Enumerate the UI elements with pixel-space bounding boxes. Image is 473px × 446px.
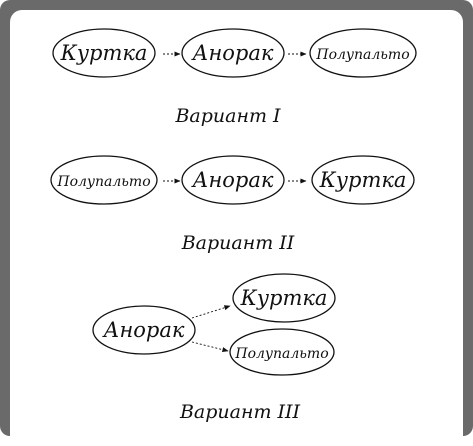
variant-1: Куртка Анорак Полупальто Вариант I	[52, 28, 417, 127]
v2-caption: Вариант II	[181, 232, 295, 254]
v3-edge-anorak-polupalto	[191, 341, 229, 353]
v3-node-anorak	[92, 305, 196, 355]
diagram-canvas: Куртка Анорак Полупальто Вариант I Полуп…	[50, 28, 417, 423]
v2-node-kurtka	[311, 155, 415, 205]
v1-node-kurtka-label: Куртка	[60, 41, 148, 65]
v2-node-kurtka-label: Куртка	[319, 168, 407, 192]
v1-node-anorak-label: Анорак	[191, 41, 274, 65]
v1-node-anorak	[181, 28, 285, 78]
v2-node-polupalto	[50, 155, 158, 205]
v3-edge-anorak-kurtka	[191, 305, 231, 319]
v3-node-kurtka	[232, 273, 336, 323]
v3-node-kurtka-label: Куртка	[240, 286, 328, 310]
v3-node-polupalto	[229, 328, 335, 376]
v1-node-polupalto	[309, 28, 417, 78]
v3-node-polupalto-label: Полупальто	[234, 346, 328, 362]
v2-node-anorak	[181, 155, 285, 205]
v1-node-polupalto-label: Полупальто	[315, 47, 409, 63]
v1-node-kurtka	[52, 28, 156, 78]
diagram-panel	[10, 10, 463, 446]
v1-caption: Вариант I	[174, 105, 281, 127]
variant-3: Анорак Куртка Полупальто Вариант III	[92, 273, 336, 423]
variant-2: Полупальто Анорак Куртка Вариант II	[50, 155, 415, 254]
v2-node-anorak-label: Анорак	[191, 168, 274, 192]
v3-node-anorak-label: Анорак	[102, 318, 185, 342]
v3-caption: Вариант III	[179, 401, 301, 423]
v2-node-polupalto-label: Полупальто	[56, 174, 150, 190]
